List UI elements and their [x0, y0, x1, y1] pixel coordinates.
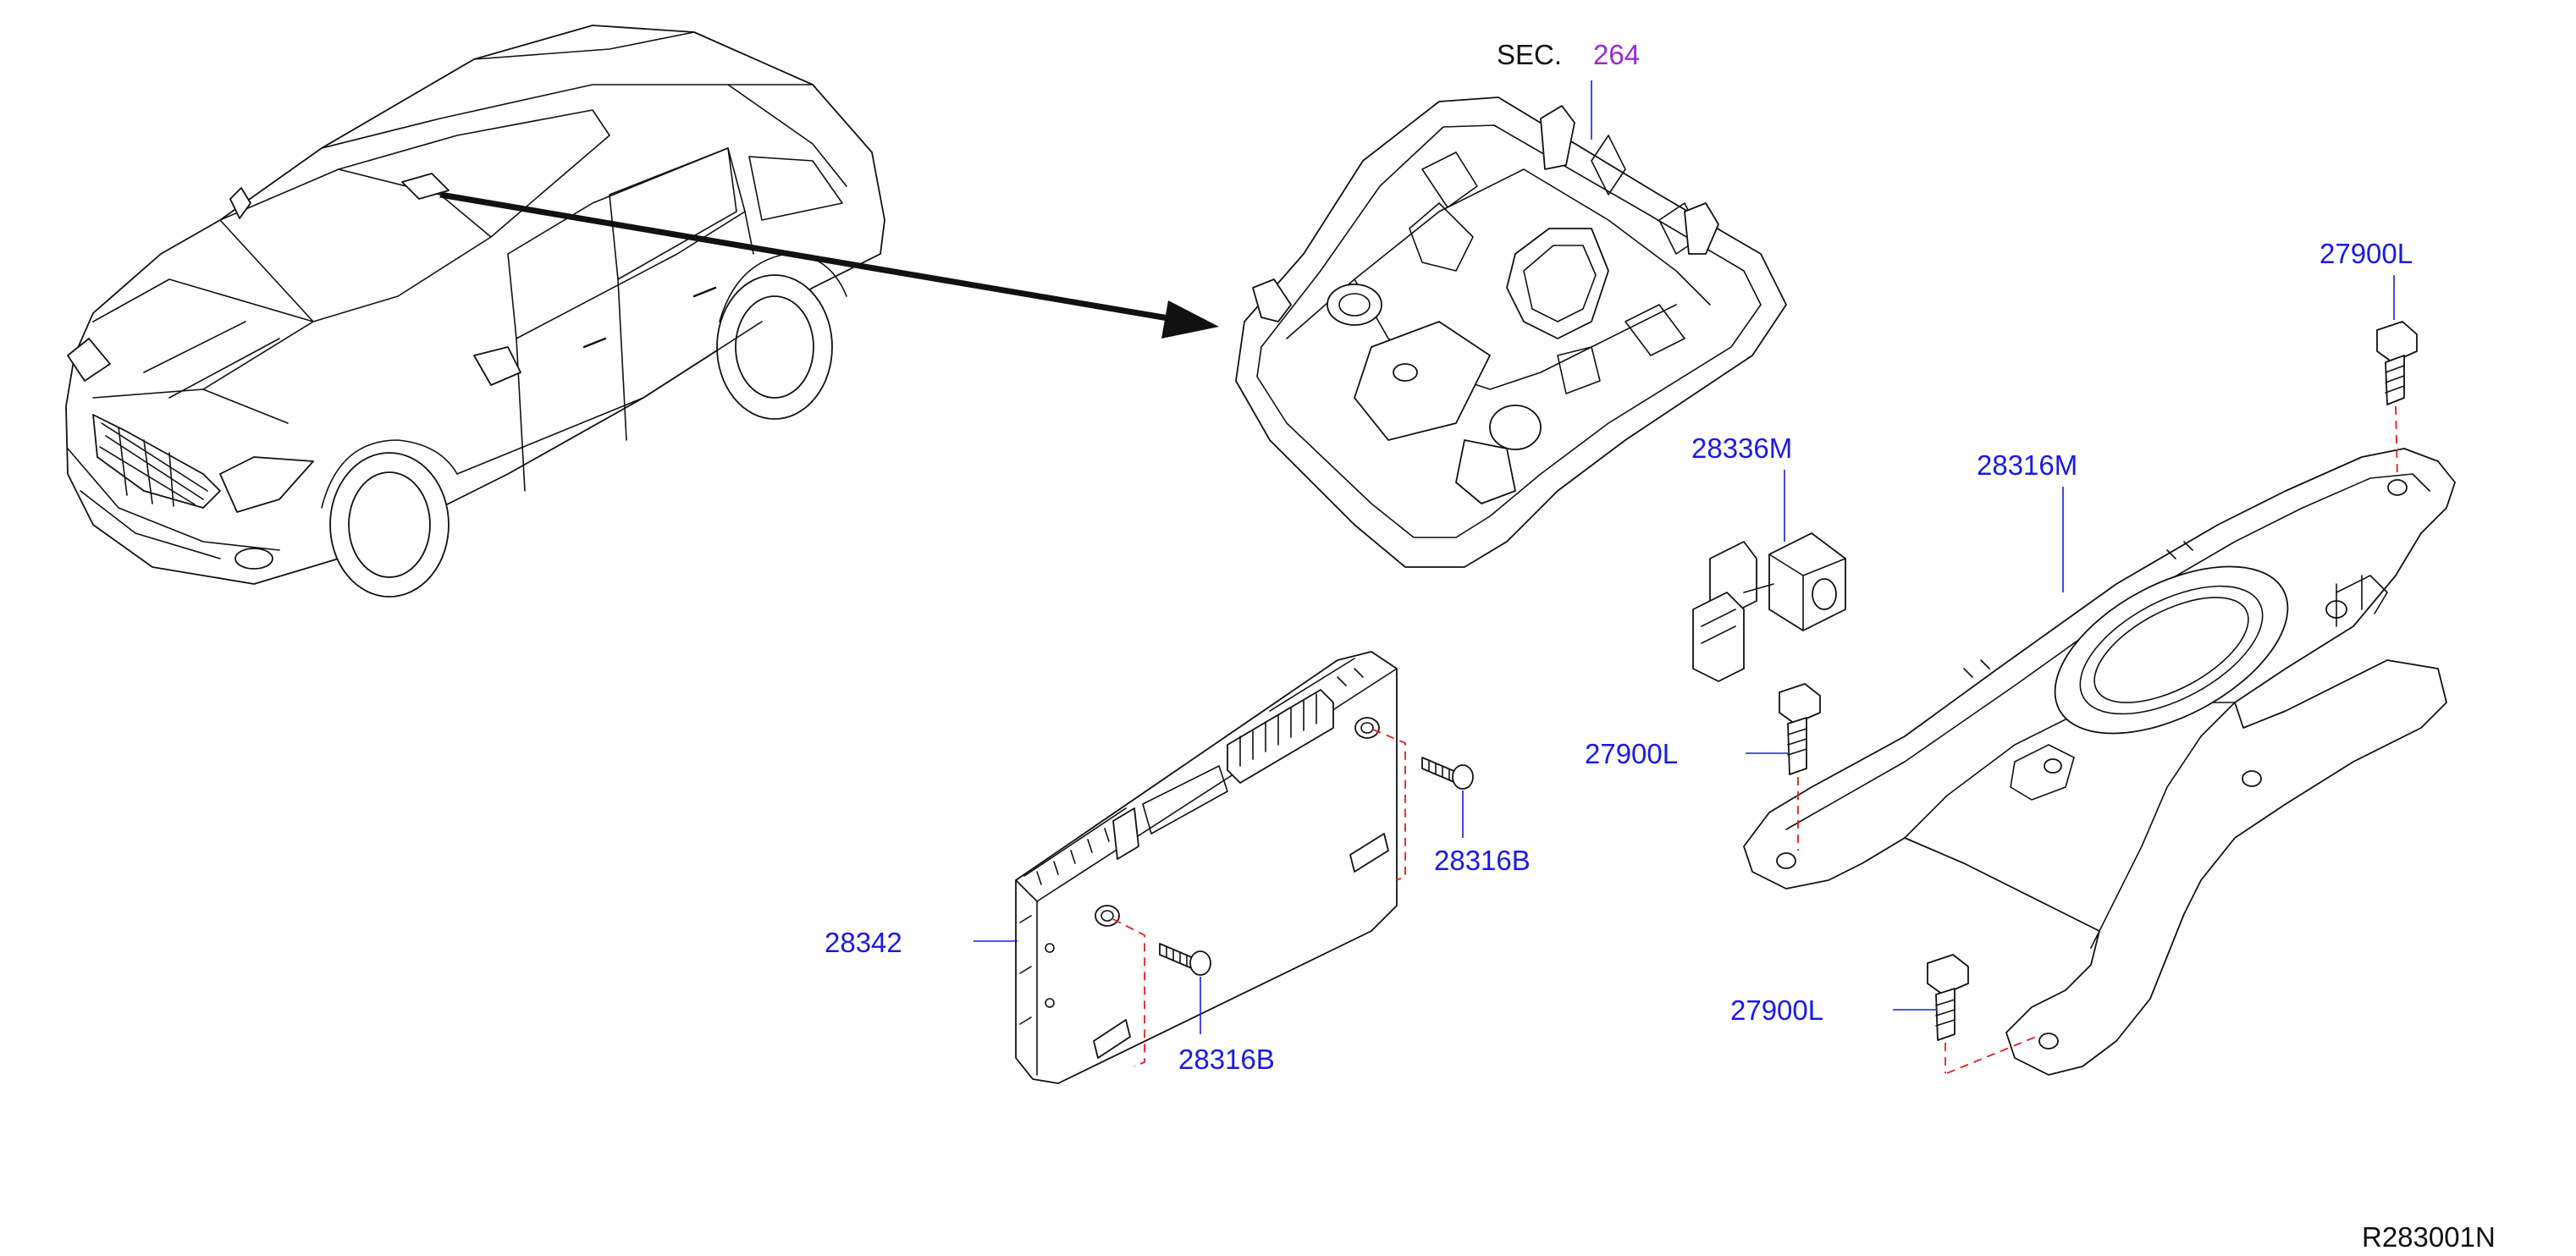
bolt-low — [1927, 954, 2037, 1074]
section-number-link[interactable]: 264 — [1593, 39, 1640, 70]
location-arrow — [439, 191, 1219, 339]
label-27900l-top[interactable]: 27900L — [2320, 238, 2413, 269]
label-27900l-mid[interactable]: 27900L — [1585, 738, 1678, 769]
sensor-location-marker — [401, 173, 450, 200]
label-28316b-lower[interactable]: 28316B — [1178, 1044, 1275, 1075]
bolt-mid — [1779, 683, 1821, 851]
label-27900l-low[interactable]: 27900L — [1730, 994, 1823, 1026]
label-28316m[interactable]: 28316M — [1977, 449, 2077, 481]
diagram-code: R283001N — [2362, 1221, 2496, 1253]
grille-mesh — [99, 422, 208, 507]
car-illustration — [65, 25, 885, 598]
label-28342[interactable]: 28342 — [825, 927, 902, 958]
screw-lower — [1112, 918, 1211, 1067]
section-prefix: SEC. — [1497, 39, 1562, 70]
overhead-console — [1235, 96, 1787, 568]
screw-upper — [1372, 729, 1474, 881]
bracket-28316m — [1743, 448, 2456, 1076]
label-28336m[interactable]: 28336M — [1691, 432, 1792, 464]
sensor-28336m — [1692, 532, 1846, 682]
control-unit-28342 — [1015, 651, 1398, 1084]
bolt-top — [2376, 321, 2418, 479]
label-28316b-upper[interactable]: 28316B — [1434, 845, 1531, 876]
